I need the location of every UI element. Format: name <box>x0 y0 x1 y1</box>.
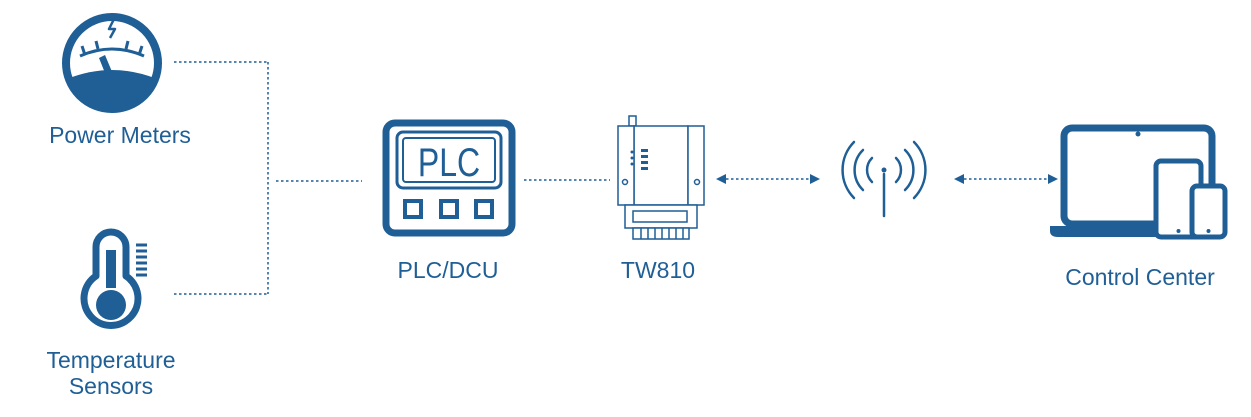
temperature-sensors-label-line1: Temperature <box>46 347 176 373</box>
laptop-tablet-phone-icon <box>1050 124 1228 240</box>
wireless-antenna-icon <box>841 140 927 218</box>
power-meters-label: Power Meters <box>49 122 191 148</box>
temperature-sensors-label-line2: Sensors <box>68 373 154 399</box>
plc-display-text: PLC <box>418 140 480 185</box>
plc-device-icon: PLC <box>382 119 516 237</box>
router-device-icon <box>617 115 705 240</box>
thermometer-icon <box>80 228 147 329</box>
sensor-connectors <box>174 61 362 295</box>
tw810-label: TW810 <box>620 257 696 283</box>
power-meter-gauge-icon <box>62 13 162 113</box>
plc-dcu-label: PLC/DCU <box>397 257 499 283</box>
temperature-sensors-label: Temperature Sensors <box>0 347 222 399</box>
control-center-label: Control Center <box>1065 264 1215 290</box>
